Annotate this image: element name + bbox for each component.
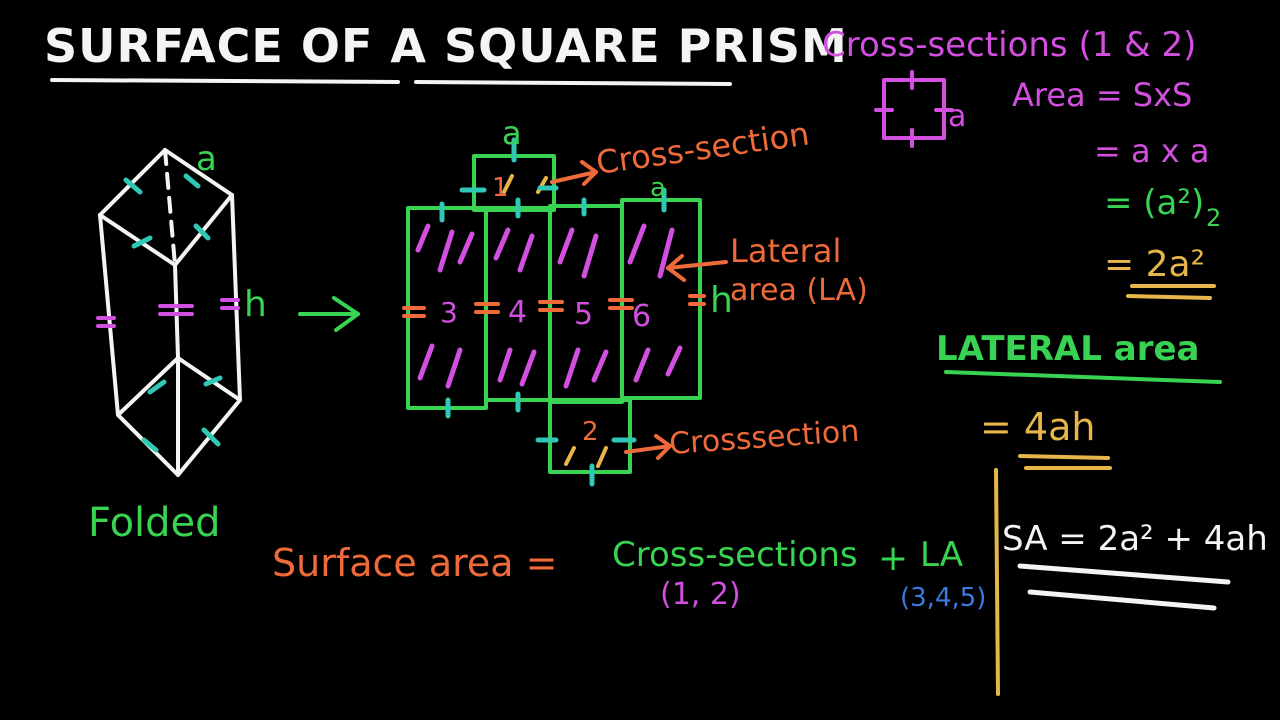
net-label-a-top: a — [502, 114, 522, 152]
arrow-right-icon — [298, 296, 360, 332]
face-number-6: 6 — [632, 299, 651, 334]
cross-section-area-line2: = a x a — [1094, 132, 1209, 170]
annotation-cross-section-bottom: Crosssection — [668, 414, 860, 462]
net-height-marks — [402, 294, 706, 318]
surface-area-result: SA = 2a² + 4ah — [1002, 519, 1268, 559]
prism-tick-marks — [123, 173, 223, 453]
arrow-annotation-top-icon — [550, 160, 598, 186]
cross-section-area-line3-sub: 2 — [1206, 204, 1221, 232]
cross-section-area-line1: Area = SxS — [1012, 76, 1192, 114]
lateral-area-formula-underline — [1018, 454, 1112, 470]
annotation-lateral-line1: Lateral — [730, 232, 841, 270]
face-number-5: 5 — [574, 297, 593, 332]
title-underline-2 — [414, 80, 732, 86]
surface-area-result-underline — [1017, 563, 1231, 611]
lateral-area-formula: = 4ah — [980, 405, 1095, 449]
cross-sections-heading: Cross-sections (1 & 2) — [822, 25, 1196, 65]
cross-section-result-underline — [1126, 284, 1216, 300]
face-number-2: 2 — [582, 417, 599, 447]
lateral-area-underline — [944, 370, 1222, 384]
surface-area-term-cross-sections: Cross-sections — [612, 535, 858, 575]
face-number-1: 1 — [492, 173, 509, 203]
cross-section-square-label: a — [948, 99, 966, 134]
page-title: SURFACE OF A SQUARE PRISM — [44, 19, 848, 73]
vertical-divider — [994, 468, 1000, 696]
title-underline-1 — [50, 78, 400, 84]
prism-caption: Folded — [88, 500, 221, 546]
surface-area-term1-sub: (1, 2) — [660, 577, 741, 612]
folded-prism — [98, 148, 242, 477]
prism-label-h: h — [244, 284, 267, 325]
cross-section-area-line3: = (a²) — [1104, 183, 1204, 223]
face-number-4: 4 — [508, 295, 527, 330]
annotation-cross-section-top: Cross-section — [594, 114, 812, 181]
cross-section-area-line4: = 2a² — [1104, 244, 1205, 285]
prism-label-a: a — [196, 139, 217, 179]
lateral-area-heading: LATERAL area — [936, 329, 1199, 369]
cross-section-square-ticks — [874, 70, 954, 148]
net-label-a-right: a — [650, 173, 666, 203]
lateral-hatching — [415, 223, 683, 389]
arrow-annotation-bottom-icon — [624, 434, 672, 460]
surface-area-plus: + — [878, 538, 908, 579]
net-tick-marks — [439, 137, 667, 487]
face-number-3: 3 — [440, 296, 458, 329]
surface-area-term2-sub: (3,4,5) — [900, 583, 986, 613]
net-label-h: h — [710, 280, 733, 321]
surface-area-lhs: Surface area = — [272, 541, 558, 585]
prism-height-marks — [96, 298, 240, 328]
surface-area-term-la: LA — [920, 535, 963, 575]
arrow-annotation-lateral-icon — [666, 254, 728, 282]
annotation-lateral-line2: area (LA) — [730, 273, 868, 308]
